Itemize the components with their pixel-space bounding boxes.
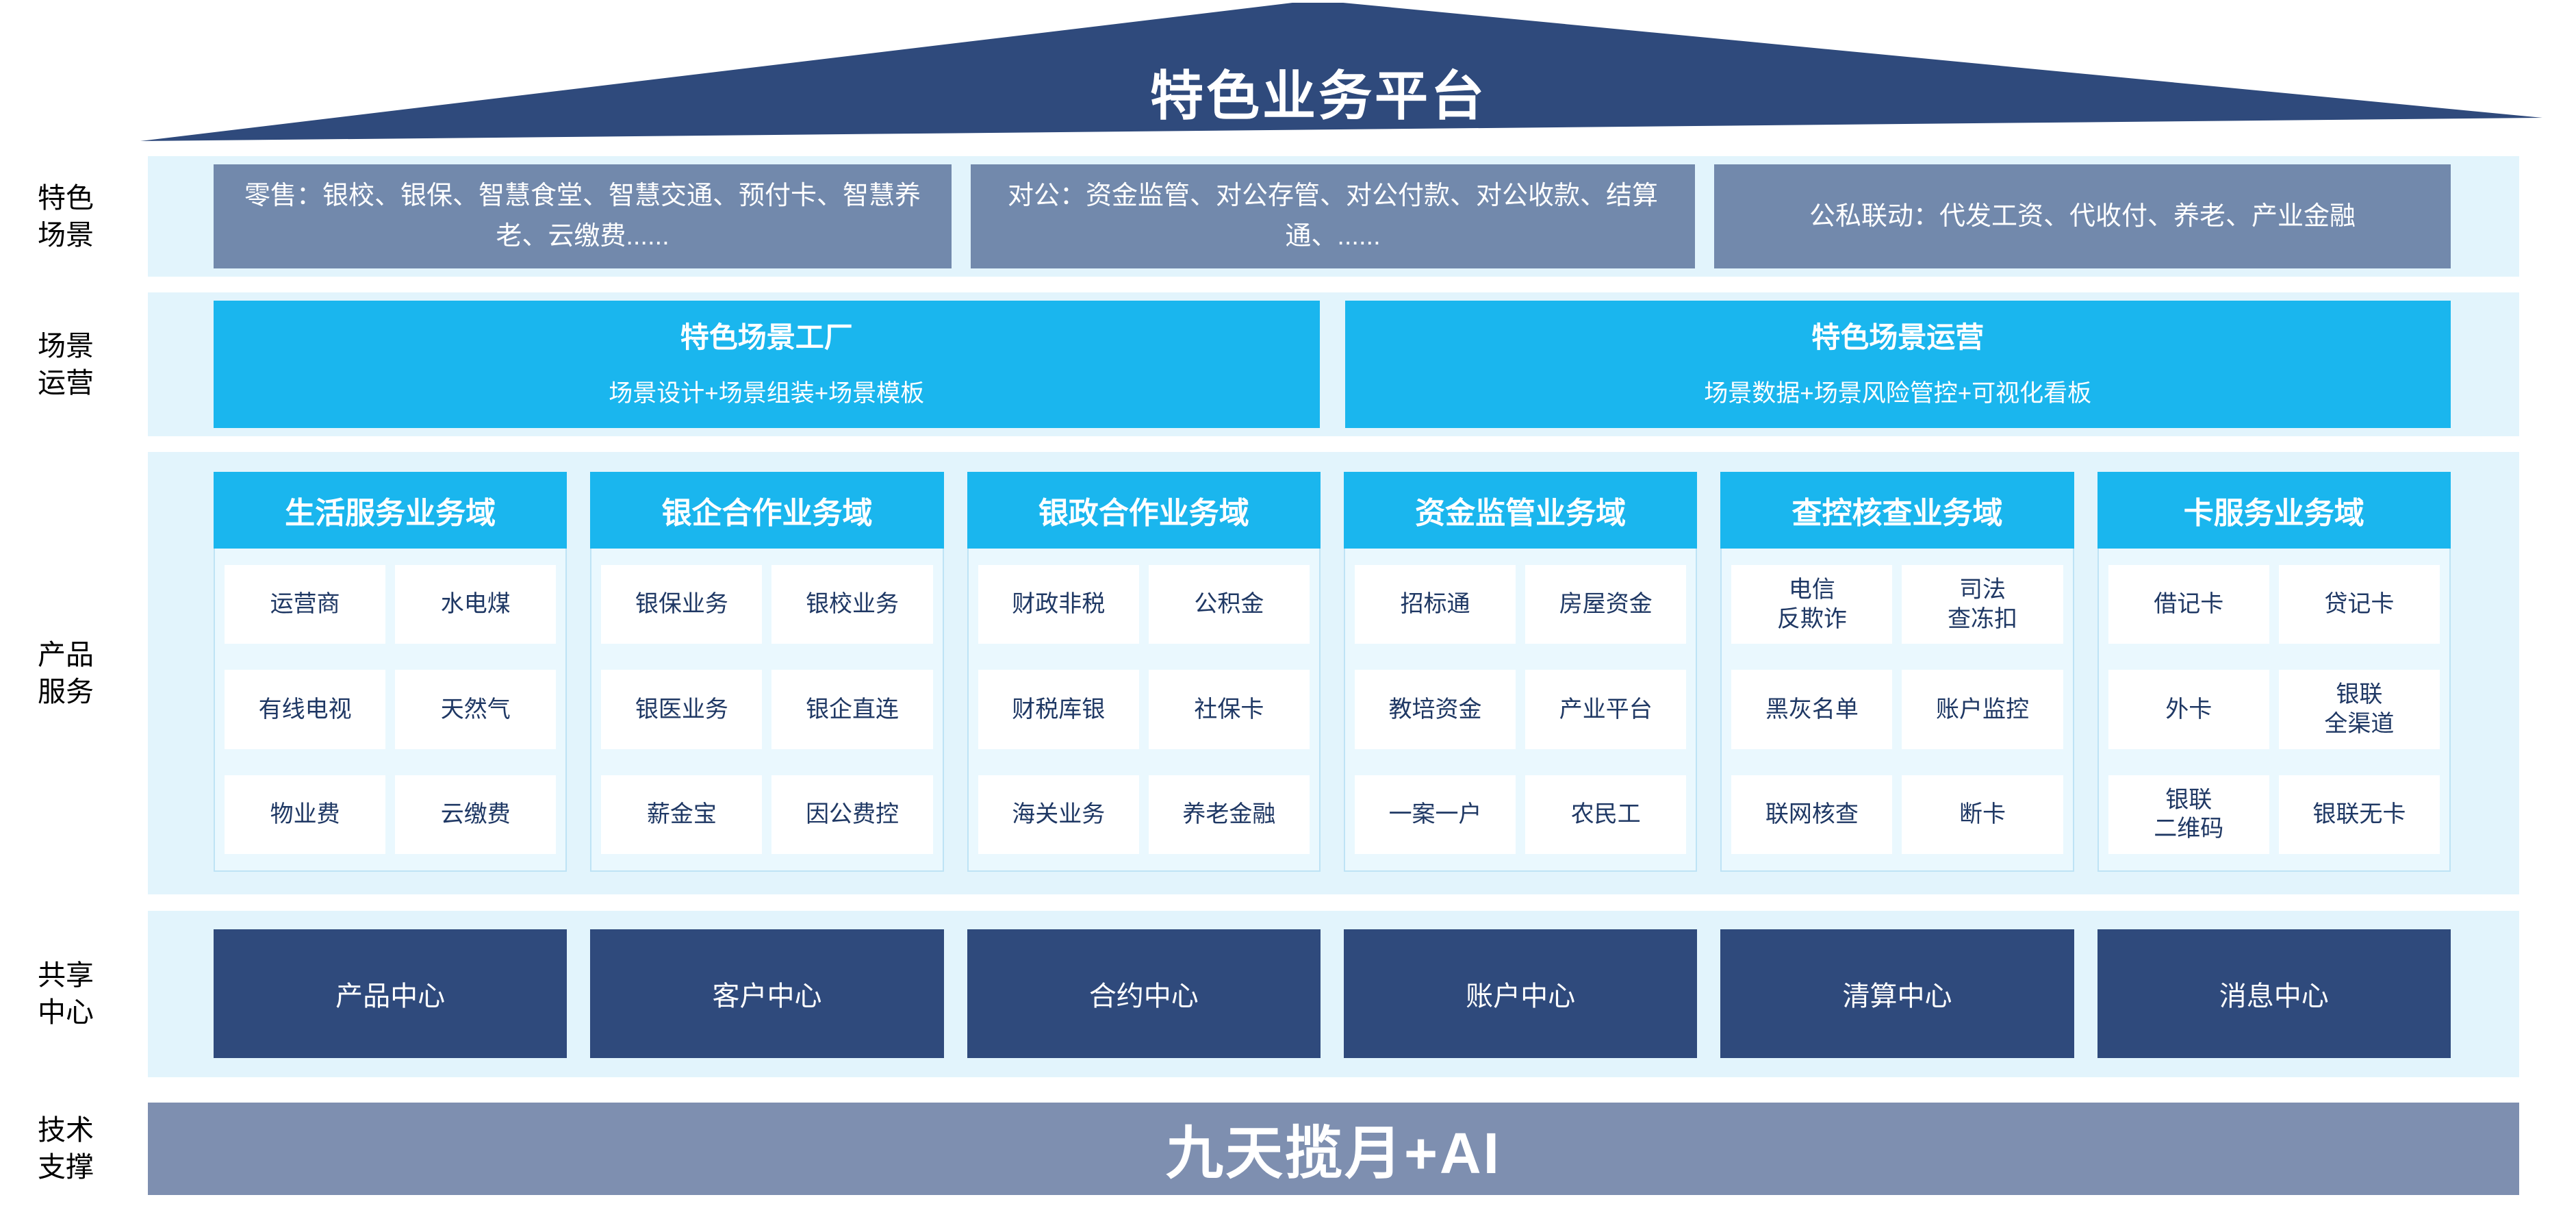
product-cell: 有线电视: [225, 670, 386, 749]
product-cell: 银医业务: [601, 670, 763, 749]
product-cell: 薪金宝: [601, 775, 763, 854]
domain-body: 电信 反欺诈 司法 查冻扣 黑灰名单 账户监控 联网核查 断卡: [1720, 549, 2074, 872]
center-box-clearing: 清算中心: [1720, 929, 2074, 1058]
scene-operation-box: 特色场景运营 场景数据+场景风险管控+可视化看板: [1344, 301, 2451, 428]
rail-label-shared: 共享 中心: [38, 959, 94, 1029]
products-band: 生活服务业务域 运营商 水电煤 有线电视 天然气 物业费 云缴费 银企合作业务域…: [148, 452, 2519, 894]
operations-band: 特色场景工厂 场景设计+场景组装+场景模板 特色场景运营 场景数据+场景风险管控…: [148, 292, 2519, 436]
scene-operation-title: 特色场景运营: [1811, 321, 1985, 353]
domain-header: 资金监管业务域: [1343, 472, 1698, 549]
product-cell: 社保卡: [1148, 670, 1310, 749]
scene-operation-subtitle: 场景数据+场景风险管控+可视化看板: [1704, 380, 2092, 407]
product-cell: 物业费: [225, 775, 386, 854]
product-cell: 外卡: [2108, 670, 2269, 749]
rail-label-products: 产品 服务: [38, 639, 94, 708]
product-cell: 云缴费: [395, 775, 557, 854]
product-cell: 银联 全渠道: [2278, 670, 2440, 749]
product-cell: 银校业务: [771, 565, 933, 644]
product-cell: 司法 查冻扣: [1902, 565, 2063, 644]
product-cell: 产业平台: [1525, 670, 1687, 749]
domain-body: 运营商 水电煤 有线电视 天然气 物业费 云缴费: [214, 549, 568, 872]
product-cell: 招标通: [1354, 565, 1516, 644]
product-cell: 海关业务: [978, 775, 1139, 854]
product-cell: 断卡: [1902, 775, 2063, 854]
product-cell: 借记卡: [2108, 565, 2269, 644]
product-cell: 财税库银: [978, 670, 1139, 749]
product-cell: 运营商: [225, 565, 386, 644]
domain-column-life-services: 生活服务业务域 运营商 水电煤 有线电视 天然气 物业费 云缴费: [214, 472, 568, 872]
product-cell: 房屋资金: [1525, 565, 1687, 644]
scene-factory-box: 特色场景工厂 场景设计+场景组装+场景模板: [214, 301, 1320, 428]
scene-box-linkage: 公私联动：代发工资、代收付、养老、产业金融: [1714, 164, 2451, 268]
domain-header: 卡服务业务域: [2097, 472, 2451, 549]
product-cell: 水电煤: [395, 565, 557, 644]
product-cell: 贷记卡: [2278, 565, 2440, 644]
product-cell: 一案一户: [1354, 775, 1516, 854]
scene-box-corporate: 对公：资金监管、对公存管、对公付款、对公收款、结算通、......: [971, 164, 1695, 268]
domain-column-fund-supervision: 资金监管业务域 招标通 房屋资金 教培资金 产业平台 一案一户 农民工: [1343, 472, 1698, 872]
domain-body: 招标通 房屋资金 教培资金 产业平台 一案一户 农民工: [1343, 549, 1698, 872]
scene-box-retail: 零售：银校、银保、智慧食堂、智慧交通、预付卡、智慧养老、云缴费......: [214, 164, 952, 268]
product-cell: 公积金: [1148, 565, 1310, 644]
domain-body: 借记卡 贷记卡 外卡 银联 全渠道 银联 二维码 银联无卡: [2097, 549, 2451, 872]
center-box-contract: 合约中心: [967, 929, 1321, 1058]
domain-header: 生活服务业务域: [214, 472, 568, 549]
product-cell: 农民工: [1525, 775, 1687, 854]
center-box-account: 账户中心: [1343, 929, 1698, 1058]
product-cell: 账户监控: [1902, 670, 2063, 749]
domain-column-bank-enterprise: 银企合作业务域 银保业务 银校业务 银医业务 银企直连 薪金宝 因公费控: [590, 472, 944, 872]
product-cell: 银联无卡: [2278, 775, 2440, 854]
shared-centers-band: 产品中心 客户中心 合约中心 账户中心 清算中心 消息中心: [148, 911, 2519, 1077]
scenes-band: 零售：银校、银保、智慧食堂、智慧交通、预付卡、智慧养老、云缴费...... 对公…: [148, 156, 2519, 277]
tech-support-bar: 九天揽月+AI: [148, 1103, 2519, 1195]
product-cell: 联网核查: [1731, 775, 1893, 854]
center-box-message: 消息中心: [2097, 929, 2451, 1058]
domain-header: 银政合作业务域: [967, 472, 1321, 549]
product-cell: 财政非税: [978, 565, 1139, 644]
roof-polygon: [140, 3, 2542, 141]
scene-factory-title: 特色场景工厂: [680, 321, 853, 353]
product-cell: 电信 反欺诈: [1731, 565, 1893, 644]
product-cell: 养老金融: [1148, 775, 1310, 854]
platform-title: 特色业务平台: [1149, 66, 1488, 126]
domain-body: 财政非税 公积金 财税库银 社保卡 海关业务 养老金融: [967, 549, 1321, 872]
center-box-product: 产品中心: [214, 929, 568, 1058]
domain-header: 查控核查业务域: [1720, 472, 2074, 549]
domain-column-bank-government: 银政合作业务域 财政非税 公积金 财税库银 社保卡 海关业务 养老金融: [967, 472, 1321, 872]
product-cell: 教培资金: [1354, 670, 1516, 749]
product-cell: 因公费控: [771, 775, 933, 854]
rail-label-scenes: 特色 场景: [38, 182, 94, 251]
rail-label-operations: 场景 运营: [38, 330, 94, 399]
product-cell: 天然气: [395, 670, 557, 749]
domain-column-card-services: 卡服务业务域 借记卡 贷记卡 外卡 银联 全渠道 银联 二维码 银联无卡: [2097, 472, 2451, 872]
rail-label-tech: 技术 支撑: [38, 1114, 94, 1183]
product-cell: 黑灰名单: [1731, 670, 1893, 749]
product-cell: 银企直连: [771, 670, 933, 749]
product-cell: 银保业务: [601, 565, 763, 644]
domain-body: 银保业务 银校业务 银医业务 银企直连 薪金宝 因公费控: [590, 549, 944, 872]
scene-factory-subtitle: 场景设计+场景组装+场景模板: [609, 380, 925, 407]
platform-roof-shape: [140, 3, 2542, 141]
center-box-customer: 客户中心: [590, 929, 944, 1058]
product-cell: 银联 二维码: [2108, 775, 2269, 854]
domain-column-inquiry-control: 查控核查业务域 电信 反欺诈 司法 查冻扣 黑灰名单 账户监控 联网核查 断卡: [1720, 472, 2074, 872]
domain-header: 银企合作业务域: [590, 472, 944, 549]
